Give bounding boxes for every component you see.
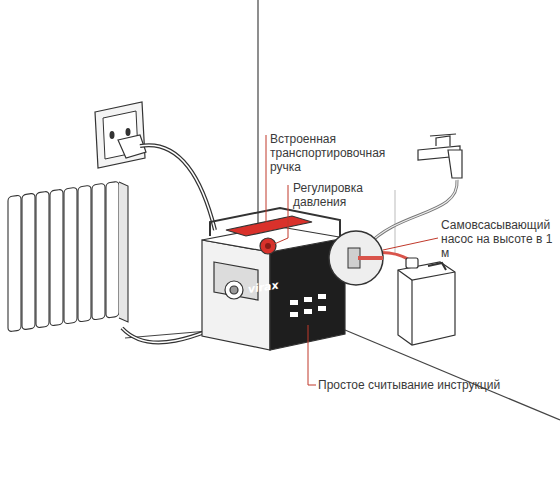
wall-socket: [95, 102, 145, 168]
callout-label: Регулировка давления: [293, 181, 413, 209]
wall-corner: [257, 0, 258, 225]
wall-line: [395, 190, 396, 255]
power-plug: [118, 135, 215, 230]
water-canister: [398, 258, 455, 345]
radiator: [8, 181, 128, 332]
water-tap: [418, 134, 462, 178]
callout-label: Самовсасывающий насос на высоте в 1 м: [441, 218, 559, 260]
floor-line: [345, 330, 560, 420]
callout-label: Встроенная транспортировочная ручка: [270, 132, 390, 174]
detail-magnifier: [329, 231, 383, 285]
test-pump: [202, 208, 345, 350]
callout-label: Простое считывание инструкций: [318, 378, 538, 392]
